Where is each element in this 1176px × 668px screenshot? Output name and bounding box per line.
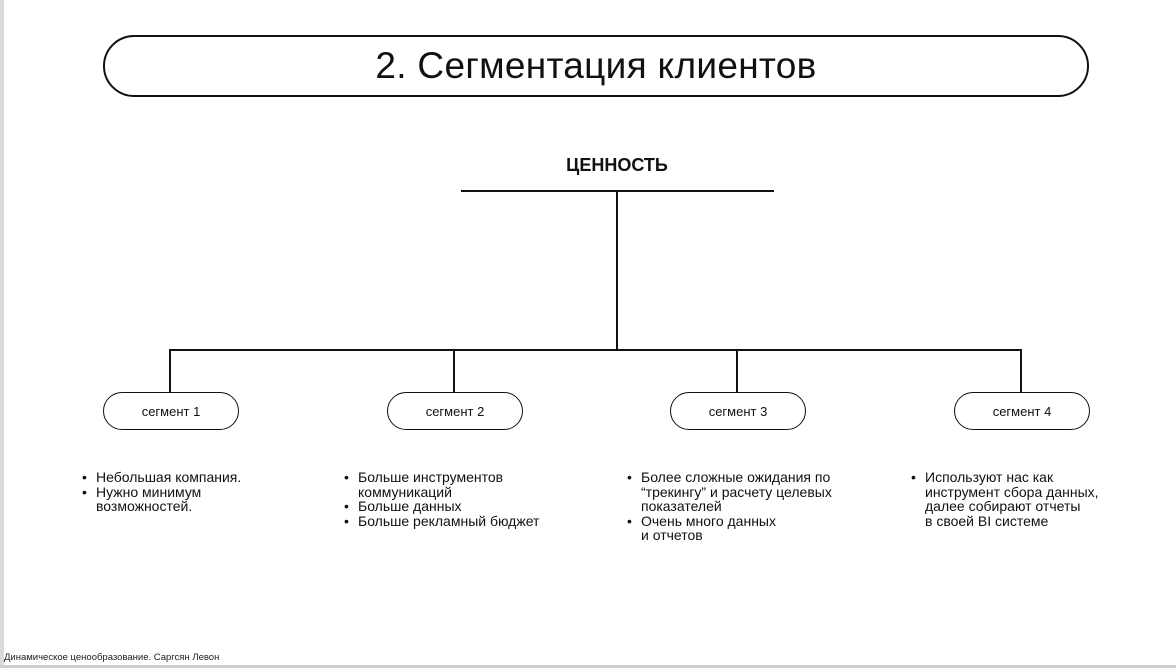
segment-2-node: сегмент 2 (387, 392, 523, 430)
segment-1-node: сегмент 1 (103, 392, 239, 430)
segment-3-node: сегмент 3 (670, 392, 806, 430)
segment-4-bullets: Используют нас как инструмент сбора данн… (909, 470, 1098, 528)
list-item: Используют нас как инструмент сбора данн… (911, 470, 1098, 528)
segment-2-bullets: Больше инструментов коммуникаций Больше … (342, 470, 539, 528)
list-item: Более сложные ожидания по “трекингу” и р… (627, 470, 832, 514)
segment-1-bullets: Небольшая компания. Нужно минимум возмож… (80, 470, 241, 514)
title-banner: 2. Сегментация клиентов (103, 35, 1089, 97)
segment-3-label: сегмент 3 (708, 403, 768, 419)
branch-connector (170, 349, 1022, 351)
list-item: Больше рекламный бюджет (344, 513, 539, 529)
root-node-value: ЦЕННОСТЬ (566, 155, 668, 175)
segment-3-connector (736, 349, 738, 393)
segment-4-node: сегмент 4 (954, 392, 1090, 430)
segment-2-label: сегмент 2 (425, 403, 485, 419)
slide-title: 2. Сегментация клиентов (375, 45, 817, 86)
list-item: Больше инструментов коммуникаций (344, 470, 539, 499)
trunk-connector (616, 190, 618, 351)
segment-3-bullets: Более сложные ожидания по “трекингу” и р… (625, 470, 832, 543)
list-item: Небольшая компания. (82, 470, 241, 485)
list-item: Больше данных (344, 499, 539, 514)
segment-1-connector (169, 349, 171, 393)
segment-4-label: сегмент 4 (992, 403, 1052, 419)
segment-2-connector (453, 349, 455, 393)
list-item: Нужно минимум возможностей. (82, 484, 241, 514)
segment-4-connector (1020, 349, 1022, 393)
slide-left-border (0, 0, 4, 668)
slide-footer: Динамическое ценообразование. Саргсян Ле… (4, 652, 220, 663)
slide-bottom-border (0, 665, 1176, 668)
list-item: Очень много данных и отчетов (627, 513, 832, 543)
segment-1-label: сегмент 1 (141, 403, 201, 419)
